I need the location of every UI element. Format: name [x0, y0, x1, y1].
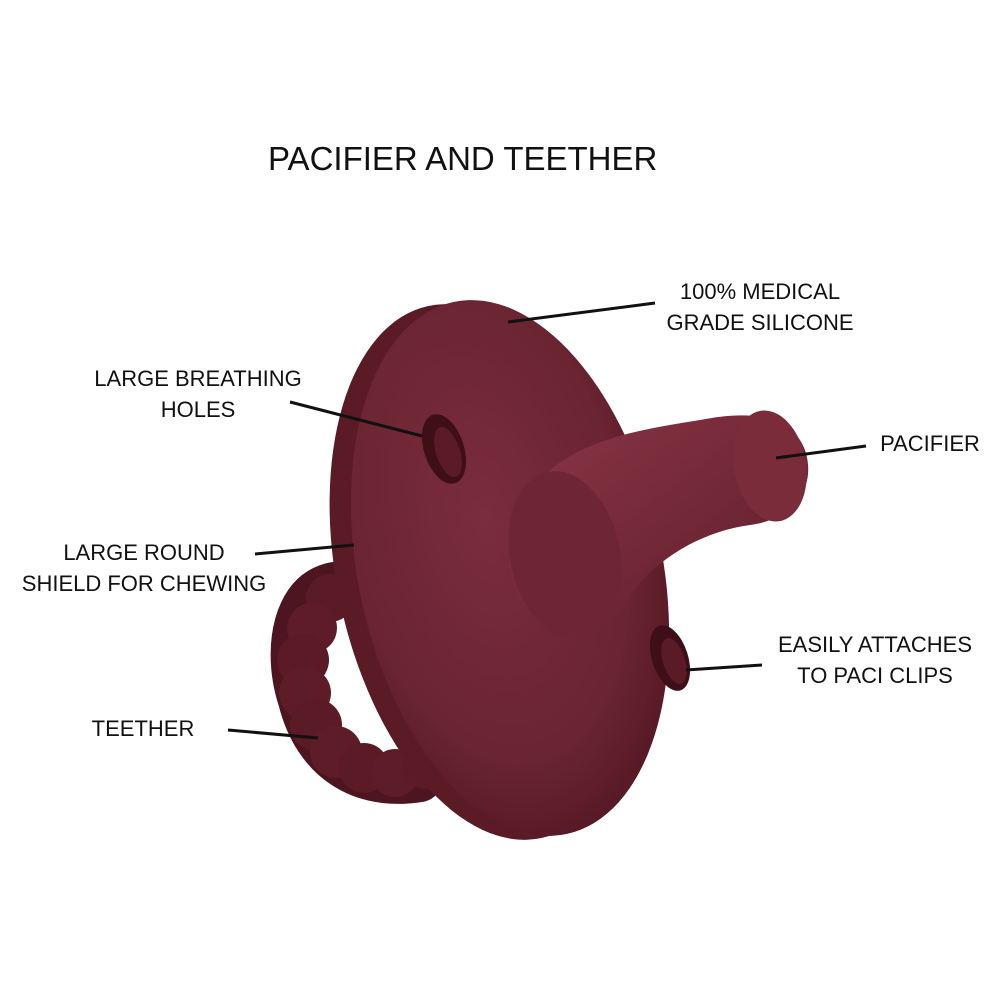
callout-breathing-holes: LARGE BREATHING HOLES	[88, 363, 308, 425]
callout-line: LARGE BREATHING	[94, 366, 302, 391]
leader-shield	[254, 543, 355, 556]
pacifier-nipple	[508, 410, 809, 639]
leader-pacifier	[775, 444, 867, 460]
callout-line: PACIFIER	[880, 431, 980, 456]
callout-pacifier: PACIFIER	[880, 428, 980, 459]
callout-round-shield: LARGE ROUND SHIELD FOR CHEWING	[14, 537, 274, 599]
callout-medical-silicone: 100% MEDICAL GRADE SILICONE	[660, 276, 860, 338]
callout-line: 100% MEDICAL	[679, 279, 841, 304]
callout-line: HOLES	[160, 397, 236, 422]
callout-paci-clips: EASILY ATTACHES TO PACI CLIPS	[770, 629, 980, 691]
callout-teether: TEETHER	[88, 713, 198, 744]
page-title: PACIFIER AND TEETHER	[268, 140, 658, 177]
callout-line: SHIELD FOR CHEWING	[21, 571, 267, 596]
callout-lines	[227, 301, 867, 740]
callout-line: LARGE ROUND	[63, 540, 225, 565]
leader-clips	[685, 663, 763, 672]
breathing-hole-bottom	[649, 625, 691, 691]
leader-medical	[507, 301, 656, 324]
callout-line: EASILY ATTACHES	[778, 632, 972, 657]
callout-line: TEETHER	[91, 716, 195, 741]
callout-line: GRADE SILICONE	[666, 310, 854, 335]
breathing-hole-top	[421, 414, 467, 484]
callout-line: TO PACI CLIPS	[797, 663, 953, 688]
leader-teether	[227, 728, 319, 740]
leader-breathing	[289, 400, 423, 438]
